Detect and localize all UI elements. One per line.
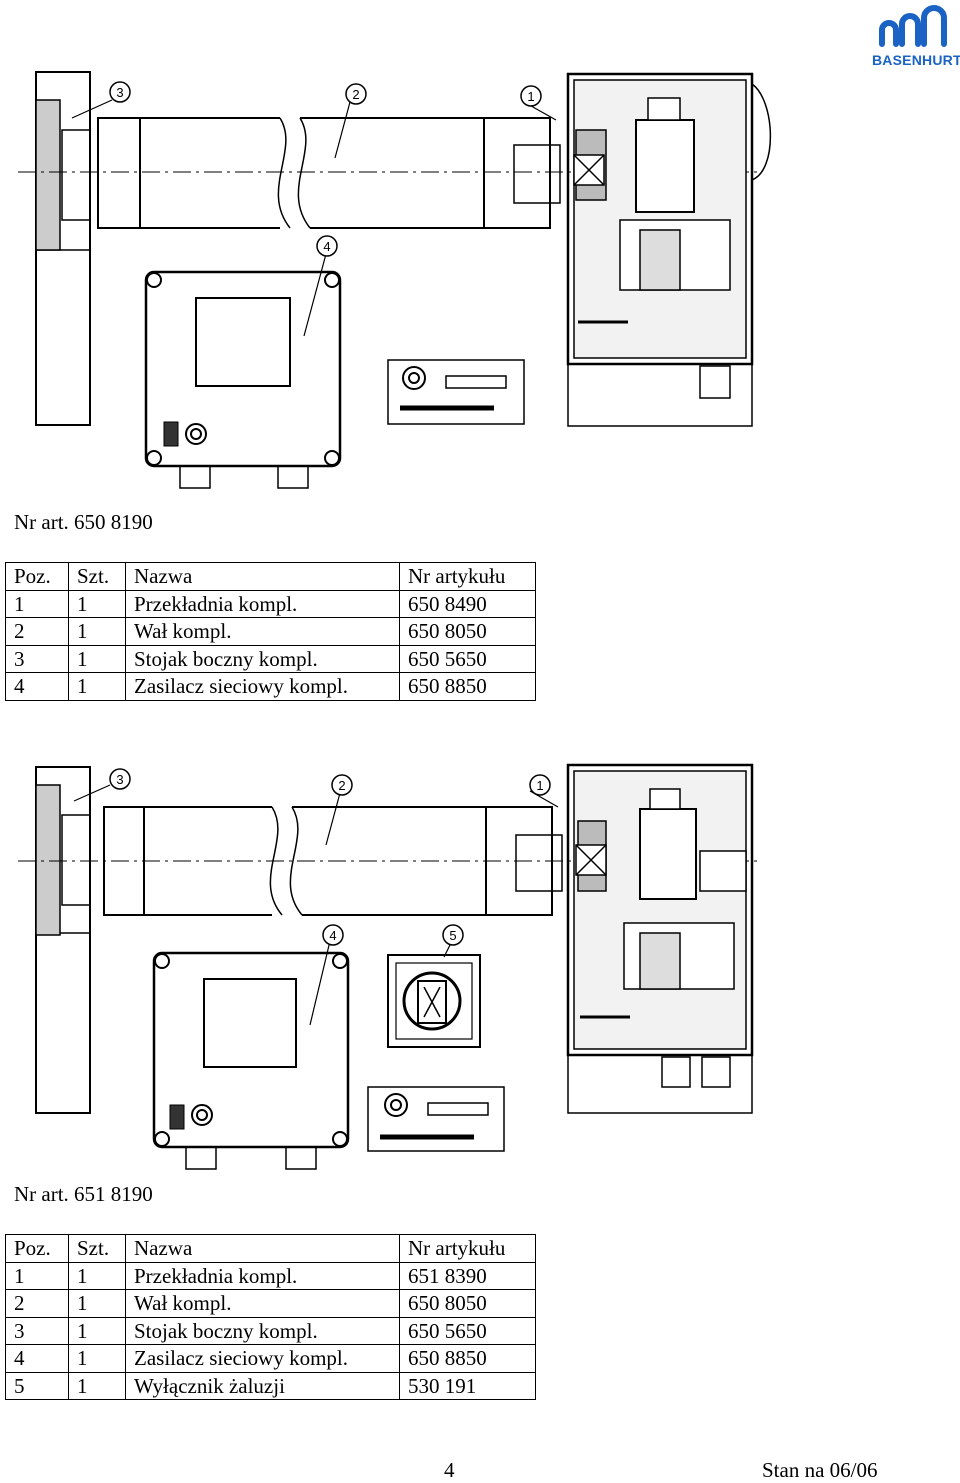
- cell-poz: 1: [5, 589, 69, 618]
- cell-nr: 650 5650: [399, 1316, 536, 1345]
- assembly-drawing-2: 3 2 1 4 5: [18, 763, 760, 1170]
- cell-nr: 650 8050: [399, 1289, 536, 1318]
- basenhurt-logo: BASENHURT: [872, 4, 960, 68]
- table-row: 1 1 Przekładnia kompl. 651 8390: [5, 1261, 536, 1290]
- cell-nazwa: Zasilacz sieciowy kompl.: [125, 672, 400, 701]
- cell-szt: 1: [68, 617, 126, 646]
- logo-text: BASENHURT: [872, 52, 960, 68]
- cell-nazwa: Wyłącznik żaluzji: [125, 1371, 400, 1400]
- header-nazwa: Nazwa: [125, 562, 400, 591]
- table-row: 1 1 Przekładnia kompl. 650 8490: [5, 589, 536, 618]
- cell-poz: 1: [5, 1261, 69, 1290]
- cell-szt: 1: [68, 589, 126, 618]
- cell-poz: 3: [5, 644, 69, 673]
- header-nr-artykulu: Nr artykułu: [399, 1234, 536, 1263]
- cell-nr: 651 8390: [399, 1261, 536, 1290]
- table-row: 3 1 Stojak boczny kompl. 650 5650: [5, 1316, 536, 1345]
- cell-szt: 1: [68, 1371, 126, 1400]
- logo-waves-icon: [879, 5, 947, 47]
- cell-nazwa: Stojak boczny kompl.: [125, 1316, 400, 1345]
- header-nr-artykulu: Nr artykułu: [399, 562, 536, 591]
- callout-4: 4: [329, 928, 336, 943]
- cell-nazwa: Stojak boczny kompl.: [125, 644, 400, 673]
- cell-poz: 4: [5, 672, 69, 701]
- cell-nazwa: Wał kompl.: [125, 617, 400, 646]
- header-poz: Poz.: [5, 1234, 69, 1263]
- cell-szt: 1: [68, 1261, 126, 1290]
- cell-poz: 2: [5, 1289, 69, 1318]
- page-number: 4: [444, 1458, 455, 1482]
- table-row: 5 1 Wyłącznik żaluzji 530 191: [5, 1371, 536, 1400]
- cell-szt: 1: [68, 672, 126, 701]
- callout-1: 1: [527, 89, 534, 104]
- cell-poz: 2: [5, 617, 69, 646]
- table-header-row: Poz. Szt. Nazwa Nr artykułu: [5, 562, 536, 591]
- callout-2: 2: [338, 778, 345, 793]
- cell-nazwa: Przekładnia kompl.: [125, 589, 400, 618]
- cell-szt: 1: [68, 644, 126, 673]
- header-poz: Poz.: [5, 562, 69, 591]
- table-row: 4 1 Zasilacz sieciowy kompl. 650 8850: [5, 1344, 536, 1373]
- parts-table-1: Poz. Szt. Nazwa Nr artykułu 1 1 Przekład…: [5, 562, 536, 701]
- cell-szt: 1: [68, 1289, 126, 1318]
- parts-table-2: Poz. Szt. Nazwa Nr artykułu 1 1 Przekład…: [5, 1234, 536, 1400]
- table-row: 4 1 Zasilacz sieciowy kompl. 650 8850: [5, 672, 536, 701]
- header-szt: Szt.: [68, 562, 126, 591]
- table-row: 3 1 Stojak boczny kompl. 650 5650: [5, 644, 536, 673]
- article-number-2: Nr art. 651 8190: [14, 1182, 153, 1206]
- callout-2: 2: [352, 87, 359, 102]
- cell-nr: 650 8050: [399, 617, 536, 646]
- status-date: Stan na 06/06: [762, 1458, 878, 1482]
- cell-nazwa: Zasilacz sieciowy kompl.: [125, 1344, 400, 1373]
- cell-poz: 3: [5, 1316, 69, 1345]
- table-row: 2 1 Wał kompl. 650 8050: [5, 617, 536, 646]
- cell-szt: 1: [68, 1316, 126, 1345]
- table-row: 2 1 Wał kompl. 650 8050: [5, 1289, 536, 1318]
- cell-nazwa: Wał kompl.: [125, 1289, 400, 1318]
- article-number-1: Nr art. 650 8190: [14, 510, 153, 534]
- header-szt: Szt.: [68, 1234, 126, 1263]
- cell-nr: 650 8490: [399, 589, 536, 618]
- cell-poz: 4: [5, 1344, 69, 1373]
- callout-3: 3: [116, 772, 123, 787]
- callout-1: 1: [536, 778, 543, 793]
- cell-nr: 650 5650: [399, 644, 536, 673]
- callout-3: 3: [116, 85, 123, 100]
- header-nazwa: Nazwa: [125, 1234, 400, 1263]
- assembly-drawing-1: 3 2 1 4: [18, 71, 772, 489]
- callout-4: 4: [323, 239, 330, 254]
- cell-nr: 530 191: [399, 1371, 536, 1400]
- cell-nazwa: Przekładnia kompl.: [125, 1261, 400, 1290]
- cell-nr: 650 8850: [399, 672, 536, 701]
- callout-5: 5: [449, 928, 456, 943]
- table-header-row: Poz. Szt. Nazwa Nr artykułu: [5, 1234, 536, 1263]
- cell-nr: 650 8850: [399, 1344, 536, 1373]
- cell-szt: 1: [68, 1344, 126, 1373]
- cell-poz: 5: [5, 1371, 69, 1400]
